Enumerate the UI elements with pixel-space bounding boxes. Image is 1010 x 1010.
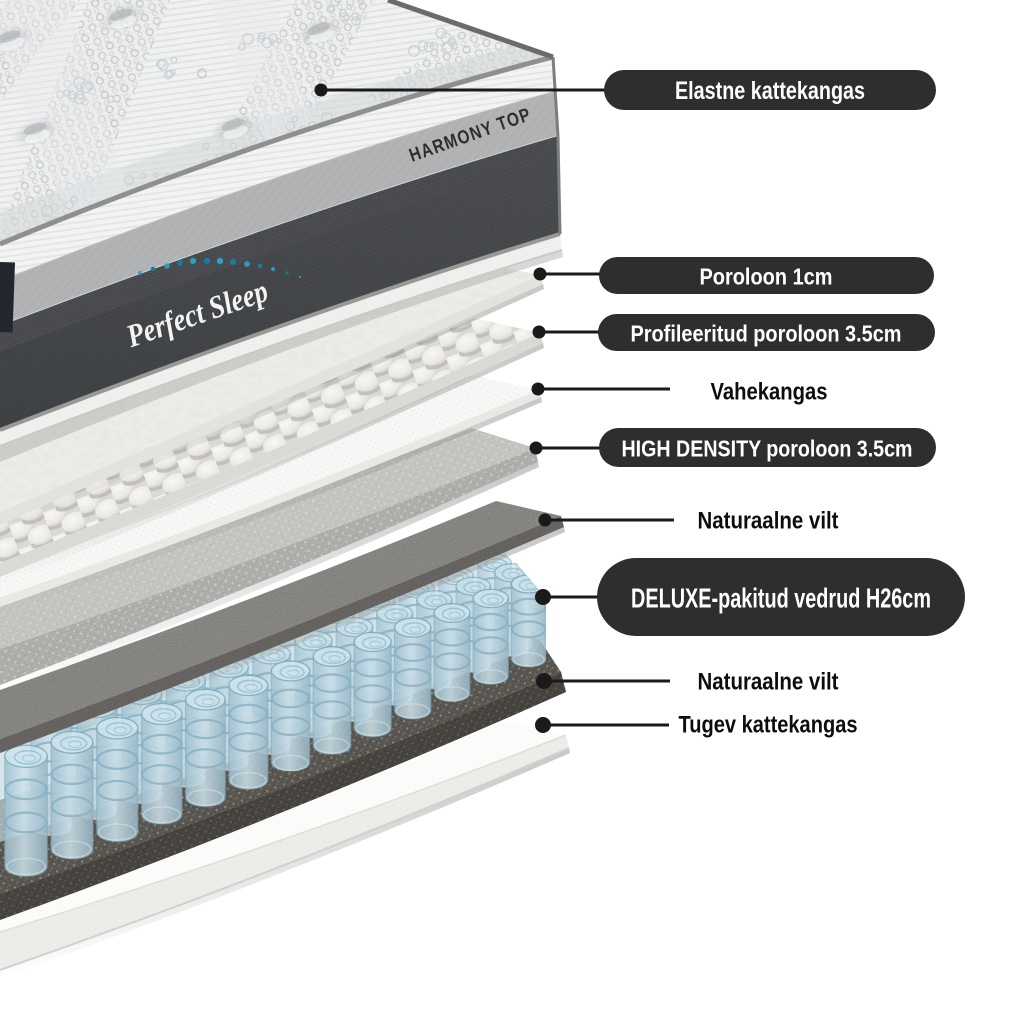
svg-text:Naturaalne vilt: Naturaalne vilt bbox=[698, 508, 839, 535]
svg-text:Profileeritud poroloon 3.5cm: Profileeritud poroloon 3.5cm bbox=[631, 321, 902, 347]
svg-text:Poroloon 1cm: Poroloon 1cm bbox=[700, 264, 833, 290]
svg-text:Elastne kattekangas: Elastne kattekangas bbox=[675, 77, 865, 105]
svg-text:Naturaalne vilt: Naturaalne vilt bbox=[698, 669, 839, 696]
svg-text:HIGH DENSITY poroloon 3.5cm: HIGH DENSITY poroloon 3.5cm bbox=[622, 436, 913, 462]
svg-text:DELUXE-pakitud vedrud H26cm: DELUXE-pakitud vedrud H26cm bbox=[631, 583, 931, 614]
svg-text:Tugev kattekangas: Tugev kattekangas bbox=[679, 712, 858, 739]
svg-text:Vahekangas: Vahekangas bbox=[711, 379, 828, 406]
